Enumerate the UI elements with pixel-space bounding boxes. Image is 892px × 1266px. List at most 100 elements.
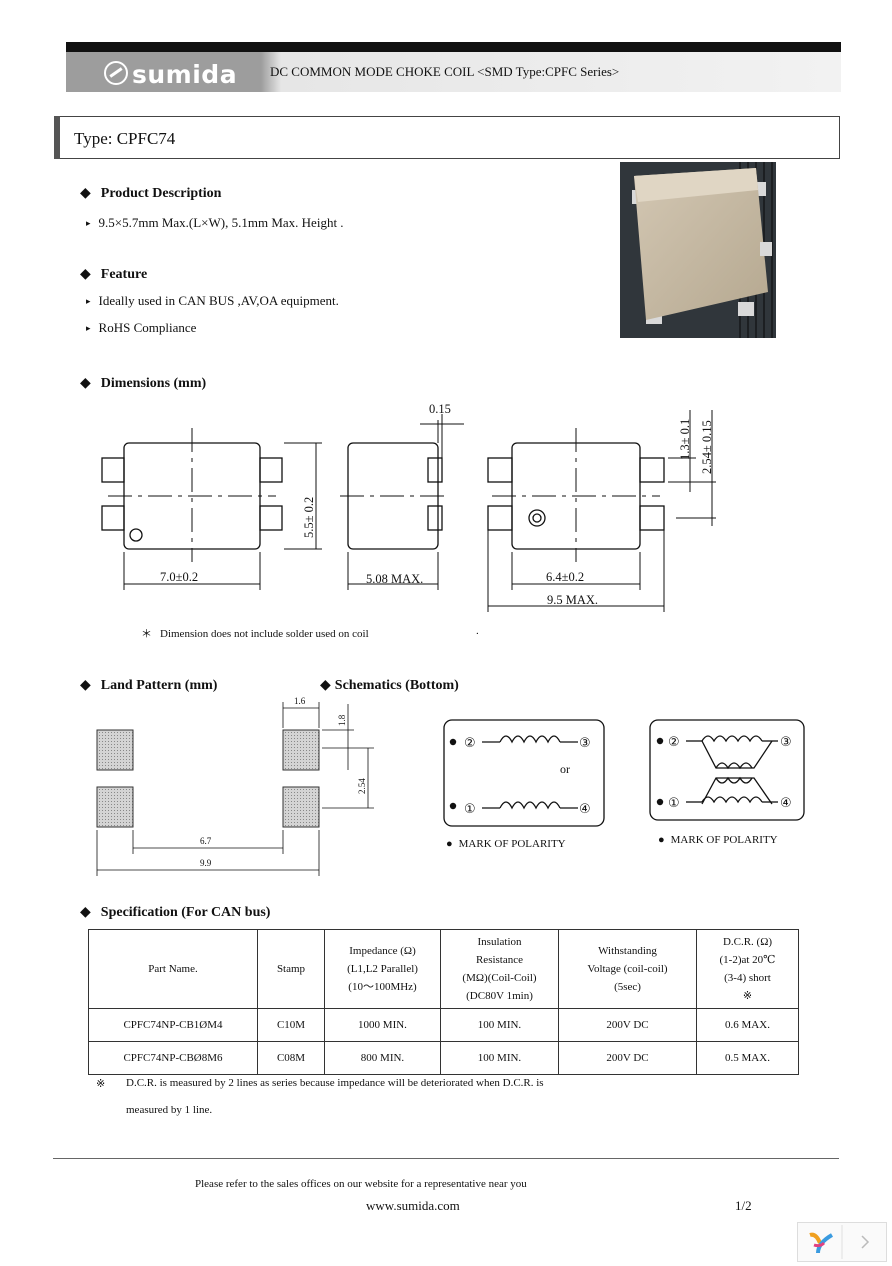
header-cell: D.C.R. (Ω)(1-2)at 20℃(3-4) short※ [696,929,799,1009]
polarity-label: MARK OF POLARITY [670,834,778,846]
polarity-dot-icon: ● [658,834,665,846]
bullet-icon: ▸ [86,218,91,228]
pad [101,505,125,531]
header-text: (DC80V 1min) [466,990,533,1002]
header-text: Impedance (Ω) [349,945,416,957]
footer-divider [53,1158,839,1159]
header-text: D.C.R. (Ω) [722,936,773,948]
header-text: Withstanding [598,945,657,957]
dim-254: 2.54± 0.15 [700,420,714,474]
header-text: Voltage (coil-coil) [587,963,668,975]
pin-1: ① [668,796,680,811]
header-band [66,52,841,92]
diamond-bullet-icon: ◆ [80,376,91,391]
pin-2: ② [668,735,680,750]
section-heading: Dimensions (mm) [100,376,207,391]
pad [259,457,283,483]
table-cell: CPFC74NP-CB1ØM4 [88,1008,258,1042]
diamond-bullet-icon: ◆ [80,905,91,920]
asterisk-icon: ＊ [141,628,152,640]
table-cell: 0.6 MAX. [696,1008,799,1042]
list-item-text: Ideally used in CAN BUS ,AV,OA equipment… [98,293,339,308]
sumida-logo-icon [104,61,128,85]
section-heading: Schematics (Bottom) [334,678,459,693]
section-specification: ◆ Specification (For CAN bus) [80,904,270,921]
pad [259,505,283,531]
table-cell: 200V DC [558,1041,697,1075]
header-cell: Impedance (Ω)(L1,L2 Parallel)(10～100MHz) [324,929,441,1009]
dim-55: 5.5± 0.2 [302,497,316,538]
dimension-note-tail: . [476,625,479,637]
dim-64: 6.4±0.2 [546,570,584,584]
table-row: CPFC74NP-CB1ØM4 C10M 1000 MIN. 100 MIN. … [88,1008,799,1042]
spec-note-mark: ※ [96,1078,106,1090]
choke-coil-photo-icon [620,162,776,338]
dim-13: 1.3± 0.1 [678,419,692,460]
footer-text: Please refer to the sales offices on our… [195,1178,527,1190]
or-label: or [560,762,570,776]
table-header-row: Part Name. Stamp Impedance (Ω) (L1,L2 Par… [88,929,799,1009]
header-cell: Part Name. [88,929,258,1009]
polarity-legend: ● MARK OF POLARITY [658,834,778,846]
table-cell: 1000 MIN. [324,1008,441,1042]
pin-4: ④ [579,802,591,817]
footer-url[interactable]: www.sumida.com [366,1198,460,1213]
header-text: (3-4) short [724,972,771,984]
header-text: Part Name. [148,963,198,975]
chevron-right-icon[interactable] [861,1235,870,1249]
section-feature: ◆Feature [80,266,147,283]
dimension-note: ＊ Dimension does not include solder used … [141,625,369,641]
list-item: ▸ Ideally used in CAN BUS ,AV,OA equipmen… [86,293,339,309]
viewer-logo-icon [809,1232,834,1254]
header-cell: Stamp [257,929,325,1009]
header-text: Stamp [276,963,306,975]
document-title: DC COMMON MODE CHOKE COIL <SMD Type:CPFC… [270,64,620,79]
dimension-note-text: Dimension does not include solder used o… [160,628,369,640]
pin-3: ③ [780,735,792,750]
pin-4: ④ [780,796,792,811]
section-product-description: ◆ Product Description [80,185,221,202]
table-row: CPFC74NP-CBØ8M6 C08M 800 MIN. 100 MIN. 2… [88,1041,799,1075]
table-cell: 100 MIN. [440,1008,559,1042]
bullet-icon: ▸ [86,296,91,306]
bullet-icon: ▸ [86,323,91,333]
viewer-widget-icons [809,1225,870,1259]
diamond-bullet-icon: ◆ [80,678,91,693]
land-h: 1.8 [337,714,347,726]
table-cell: CPFC74NP-CBØ8M6 [88,1041,258,1075]
pad [101,457,125,483]
dim-70: 7.0±0.2 [160,570,198,584]
dim-508: 5.08 MAX. [366,572,423,586]
dim-015: 0.15 [429,402,451,416]
diamond-bullet-icon: ◆ [80,186,91,201]
header-text: Resistance [475,954,524,966]
list-item-text: 9.5×5.7mm Max.(L×W), 5.1mm Max. Height . [98,215,344,230]
list-item: ▸ 9.5×5.7mm Max.(L×W), 5.1mm Max. Height … [86,215,344,231]
dim-95: 9.5 MAX. [547,593,598,607]
polarity-legend: ●MARK OF POLARITY [446,838,566,850]
header-text: Insulation [477,936,522,948]
spec-note-line1: D.C.R. is measured by 2 lines as series … [126,1077,544,1089]
table-cell: C10M [257,1008,325,1042]
viewer-widget [797,1222,887,1262]
brand-name: sumida [132,60,238,89]
section-heading: Specification (For CAN bus) [100,905,271,920]
section-dimensions: ◆ Dimensions (mm) [80,375,206,392]
header-text: (5sec) [614,981,641,993]
table-cell: 800 MIN. [324,1041,441,1075]
pin-2: ② [464,736,476,751]
list-item: ▸RoHS Compliance [86,320,196,336]
diamond-bullet-icon: ◆ [320,678,331,693]
schematic-drawing: ② ③ ① ④ ② ③ ① ④ or [443,719,805,827]
land-inner: 6.7 [200,836,212,846]
table-cell: 200V DC [558,1008,697,1042]
section-heading: Product Description [100,186,222,201]
header-text: (L1,L2 Parallel) [347,963,418,975]
spec-table: Part Name. Stamp Impedance (Ω) (L1,L2 Par… [88,929,799,1075]
page-number: 1/2 [735,1198,752,1213]
product-photo [620,162,776,338]
diamond-bullet-icon: ◆ [80,267,91,282]
section-land-pattern: ◆Land Pattern (mm) [80,677,217,694]
